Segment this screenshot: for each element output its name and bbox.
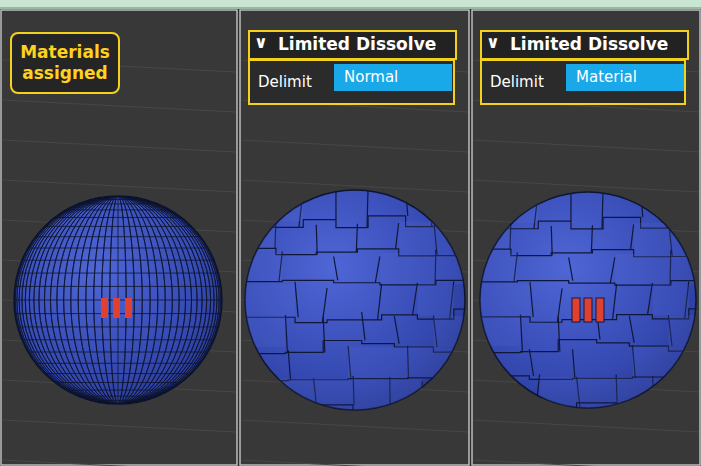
panel-header: Limited Dissolve [248,30,457,60]
panel-header: Limited Dissolve [480,30,689,60]
node-text: Limited Dissolve [278,34,436,55]
floor-grid [2,60,699,466]
node-text: Normal [344,68,398,87]
panel [1,10,237,465]
panel [472,10,700,465]
callout-box: Materials assigned [10,32,120,94]
node-text: Delimit [258,73,312,92]
top-bar-edge [0,7,701,9]
sphere-wireframe [14,196,222,404]
dissolved-faces [480,189,701,414]
value-field: Material [566,64,684,91]
red-faces [572,298,604,322]
node-text: Delimit [490,73,544,92]
collapse-chevron: ∨ [486,34,500,51]
dissolved-faces [245,187,517,416]
delimit-row: Delimit Normal [248,59,455,105]
node-text: Materials assigned [16,42,114,85]
sphere [14,196,222,404]
red-faces [101,298,132,318]
node-text: Material [576,68,637,87]
collapse-chevron: ∨ [254,34,268,51]
delimit-row: Delimit Material [480,59,686,105]
node-text: Limited Dissolve [510,34,668,55]
sphere [245,190,465,410]
top-bar [0,0,701,7]
value-field: Normal [334,64,452,91]
